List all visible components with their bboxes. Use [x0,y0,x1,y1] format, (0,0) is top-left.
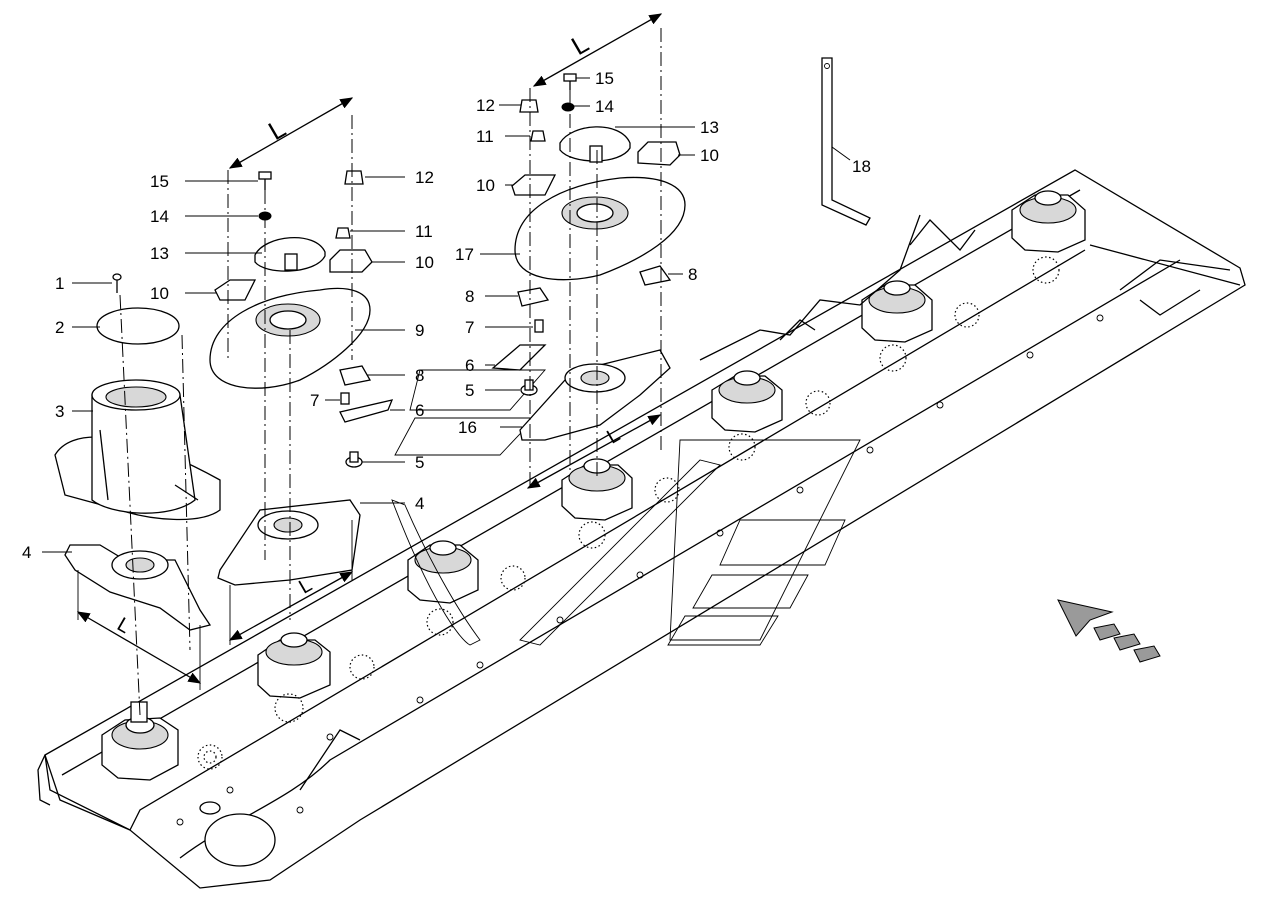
nut-12-right [519,99,539,113]
guard-outline [699,214,976,361]
bolt-7-right [534,319,544,333]
callout-8-left: 8 [415,366,424,385]
callout-labels: 1 2 3 4 15 14 13 10 12 11 10 9 8 7 6 5 4… [22,69,871,562]
screw-15-left [258,171,272,190]
callout-8-right-b: 8 [688,265,697,284]
washer-14-right [561,102,575,112]
disc-hub-6 [861,280,980,372]
cap-13-right [559,126,631,163]
callout-15-right: 15 [595,69,614,88]
disc-hub-1 [101,701,223,781]
callout-18: 18 [852,157,871,176]
callout-6-left: 6 [415,401,424,420]
plate-10-left-b [329,249,373,273]
callout-13-right: 13 [700,118,719,137]
callout-6-right: 6 [465,356,474,375]
leader-lines [42,77,851,553]
nut-11-left [335,227,351,239]
plate-8-right-b [639,265,672,286]
dimension-label-top-right: L [566,28,594,61]
disc-hub-5 [711,370,831,461]
knife-6-right [491,344,547,371]
callout-1: 1 [55,274,64,293]
callout-17: 17 [455,245,474,264]
plate-10-left-a [214,279,257,301]
drum-3 [54,379,221,521]
callout-2: 2 [55,318,64,337]
frame-bolt-holes [176,314,1104,826]
plate-10-right-b [637,141,681,166]
callout-4-middle: 4 [415,494,424,513]
plate-8-right-a [517,287,550,307]
screw-15-right [563,73,577,90]
disc-17 [514,176,686,281]
callout-7-right: 7 [465,318,474,337]
direction-stripes [391,369,861,646]
travel-direction-arrow-icon [1057,599,1161,663]
callout-5-left: 5 [415,453,424,472]
knife-6-left [339,399,394,423]
callout-11-left: 11 [415,222,433,241]
nut-11-right [530,130,546,142]
plate-10-right-a [511,174,557,196]
callout-5-right: 5 [465,381,474,400]
callout-10-left-b: 10 [415,253,434,272]
bolt-5-left [345,451,363,468]
screw-1 [112,273,122,293]
skid-4-middle [217,499,361,586]
cover-disc-2 [96,307,180,345]
callout-15-left: 15 [150,172,169,191]
callout-4-left: 4 [22,543,31,562]
cap-13-left [254,237,326,272]
callout-12-right: 12 [476,96,495,115]
callout-8-right-a: 8 [465,287,474,306]
callout-7-left: 7 [310,391,319,410]
callout-14-left: 14 [150,207,169,226]
callout-10-right-b: 10 [700,146,719,165]
nut-12-left [344,170,364,185]
tool-18 [821,57,871,226]
callout-12-left: 12 [415,168,434,187]
callout-10-left-a: 10 [150,284,169,303]
disc-hub-2 [257,632,375,723]
disc-hub-3 [407,540,526,636]
callout-16: 16 [458,418,477,437]
callout-11-right: 11 [476,127,494,146]
callout-14-right: 14 [595,97,614,116]
bolt-5-right [520,379,538,396]
disc-hub-7 [1011,190,1086,284]
callout-3: 3 [55,402,64,421]
dimension-label-bottom-middle: L [295,574,316,599]
callout-13-left: 13 [150,244,169,263]
callout-9: 9 [415,321,424,340]
dimension-lines [76,13,663,690]
dimension-label-top-left: L [263,113,291,146]
callout-10-right-a: 10 [476,176,495,195]
plate-8-left [339,365,372,386]
bolt-7-left [340,392,350,405]
